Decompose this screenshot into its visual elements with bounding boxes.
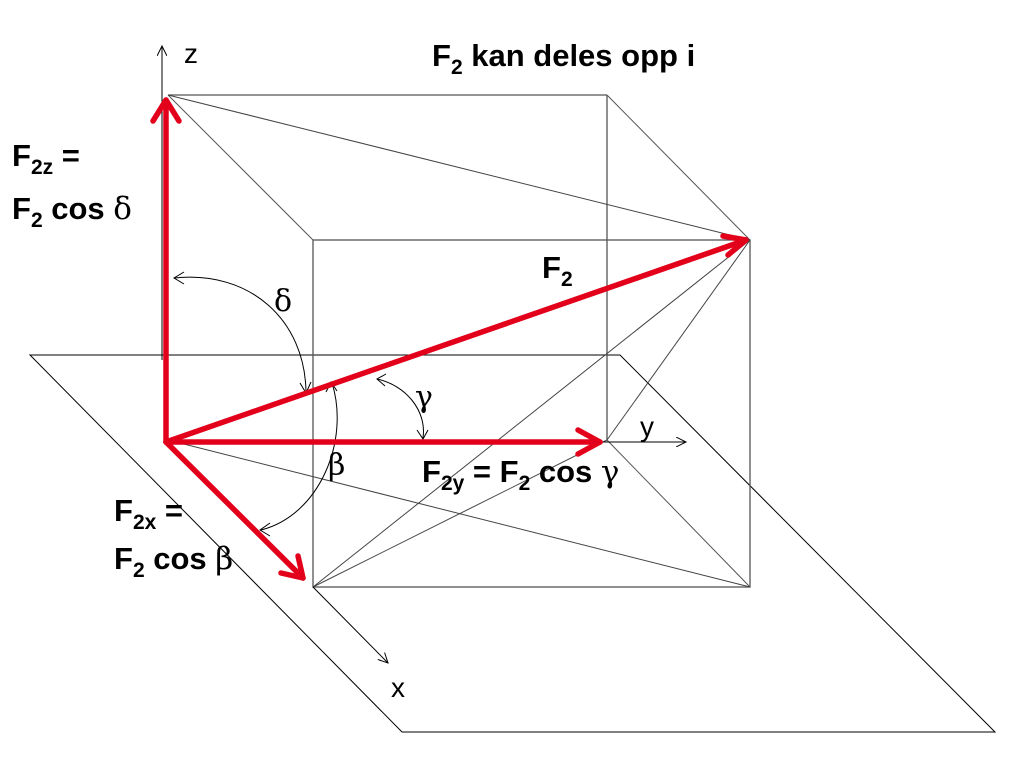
f2z-label-line2: F2 cos δ (12, 191, 132, 232)
f2-arrowhead (720, 233, 749, 258)
delta-angle-arc (173, 276, 307, 393)
gamma-angle-arc (376, 378, 424, 439)
f2-label: F2 (542, 250, 573, 291)
f2z-label-line1: F2z = (12, 138, 80, 179)
red-vectors (150, 97, 749, 581)
f2x-arrowhead (278, 553, 306, 581)
box-back-face (168, 94, 608, 440)
gamma-arc-head-bottom (416, 429, 429, 440)
box-diagonals (167, 94, 751, 588)
beta-label: β (328, 448, 345, 483)
x-axis-label: x (391, 672, 405, 703)
beta-arc-head-bottom (259, 522, 271, 537)
y-axis-label: y (640, 411, 654, 442)
f2z-arrowhead (150, 97, 182, 124)
beta-angle-arc (260, 382, 338, 531)
f2-vector (163, 237, 749, 445)
z-axis-label: z (184, 38, 198, 69)
box-depth-edges (167, 94, 751, 588)
f2x-vector (163, 439, 306, 581)
title: F2 kan deles opp i (432, 38, 695, 79)
box-front-face (312, 239, 751, 588)
gamma-arc-head-top (376, 373, 387, 387)
gamma-label: γ (415, 380, 433, 415)
x-axis (312, 586, 388, 663)
f2y-label: F2y = F2 cos γ (422, 454, 619, 495)
f2y-arrowhead (575, 427, 603, 457)
f2x-label-line2: F2 cos β (114, 541, 233, 582)
delta-arc-head-top (173, 271, 185, 285)
f2x-label-line1: F2x = (114, 493, 183, 534)
delta-label: δ (274, 284, 292, 319)
